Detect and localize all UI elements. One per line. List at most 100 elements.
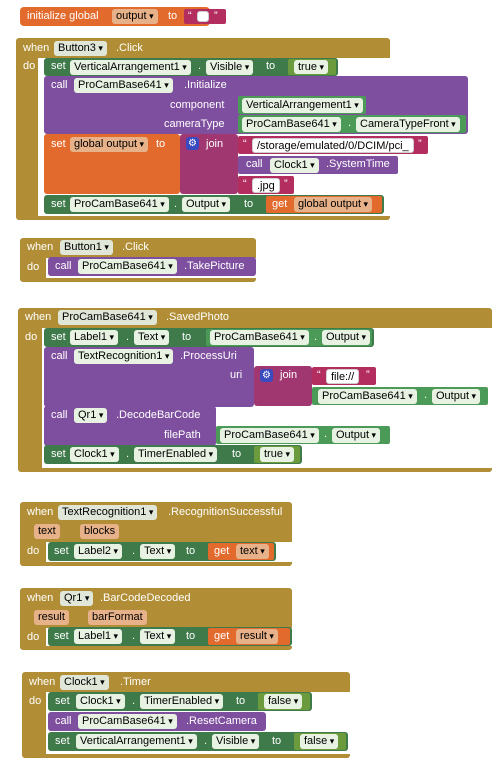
logic-block[interactable]: true: [288, 59, 336, 75]
variable-dropdown[interactable]: text: [236, 544, 269, 559]
variable-dropdown[interactable]: global output: [294, 197, 373, 212]
recognition-successful-event[interactable]: when TextRecognition1 .RecognitionSucces…: [20, 502, 292, 566]
component-dropdown[interactable]: Button3: [54, 41, 107, 56]
event-name: .Click: [122, 241, 149, 253]
bool-dropdown[interactable]: true: [294, 60, 328, 74]
call-processuri-block[interactable]: call TextRecognition1 .ProcessUri uri: [44, 347, 254, 407]
text-block[interactable]: “ .jpg ”: [238, 176, 294, 194]
set-property-block[interactable]: set VerticalArrangement1 . Visible to fa…: [48, 732, 348, 751]
set-property-block[interactable]: set VerticalArrangement1 . Visible to tr…: [44, 58, 338, 76]
component-dropdown[interactable]: Label1: [70, 330, 119, 345]
event-param[interactable]: text: [34, 524, 60, 539]
component-dropdown[interactable]: Label2: [74, 544, 123, 559]
component-dropdown[interactable]: VerticalArrangement1: [70, 60, 191, 75]
set-property-block[interactable]: set Label1 . Text to ProCamBase641 . Out…: [44, 328, 374, 347]
component-dropdown[interactable]: Clock1: [76, 694, 125, 709]
bool-dropdown[interactable]: false: [264, 694, 303, 709]
property-dropdown[interactable]: TimerEnabled: [140, 694, 224, 709]
component-dropdown[interactable]: Clock1: [70, 447, 119, 462]
barcode-decoded-event[interactable]: when Qr1 .BarCodeDecoded result barForma…: [20, 588, 292, 650]
getter-block[interactable]: ProCamBase641 . Output: [216, 426, 390, 444]
global-name-field[interactable]: output: [112, 9, 158, 24]
join-block[interactable]: ⚙ join: [180, 134, 238, 194]
component-dropdown[interactable]: Button1: [60, 240, 113, 255]
initialize-global-block[interactable]: initialize global output to “ ”: [20, 7, 226, 26]
empty-string-field[interactable]: [197, 11, 209, 22]
mutator-gear-icon[interactable]: ⚙: [186, 137, 199, 150]
component-dropdown[interactable]: ProCamBase641: [78, 714, 177, 729]
text-block[interactable]: “ /storage/emulated/0/DCIM/pci_ ”: [238, 136, 428, 154]
component-dropdown[interactable]: Qr1: [60, 591, 94, 606]
event-param[interactable]: barFormat: [88, 610, 147, 625]
property-dropdown[interactable]: Visible: [206, 60, 254, 75]
component-dropdown[interactable]: ProCamBase641: [210, 330, 309, 345]
get-variable-block[interactable]: get result: [208, 628, 290, 645]
component-dropdown[interactable]: ProCamBase641: [74, 78, 173, 93]
logic-block[interactable]: false: [258, 693, 310, 710]
property-dropdown[interactable]: Output: [322, 330, 371, 345]
call-decodebarcode-block[interactable]: call Qr1 .DecodeBarCode filePath: [44, 406, 216, 446]
call-initialize-block[interactable]: call ProCamBase641 .Initialize component…: [44, 76, 468, 134]
property-dropdown[interactable]: Visible: [212, 734, 260, 749]
get-variable-block[interactable]: get text: [208, 543, 274, 560]
call-takepicture-block[interactable]: call ProCamBase641 .TakePicture: [48, 257, 256, 276]
getter-block[interactable]: ProCamBase641 . Output: [206, 329, 372, 346]
component-dropdown[interactable]: TextRecognition1: [58, 505, 158, 520]
event-param[interactable]: result: [34, 610, 69, 625]
variable-dropdown[interactable]: global output: [70, 137, 149, 152]
set-property-block[interactable]: set Label2 . Text to get text: [48, 542, 276, 561]
do-label: do: [27, 261, 40, 273]
variable-dropdown[interactable]: result: [236, 629, 278, 644]
component-dropdown[interactable]: Label1: [74, 629, 123, 644]
call-resetcamera-block[interactable]: call ProCamBase641 .ResetCamera: [48, 712, 266, 731]
get-variable-block[interactable]: get global output: [266, 196, 382, 213]
property-dropdown[interactable]: Output: [182, 197, 231, 212]
set-global-block[interactable]: set global output to: [44, 134, 180, 194]
component-dropdown[interactable]: VerticalArrangement1: [242, 98, 363, 113]
component-dropdown[interactable]: Clock1: [270, 158, 319, 173]
component-dropdown[interactable]: Qr1: [74, 408, 108, 423]
bool-dropdown[interactable]: true: [260, 447, 294, 462]
logic-block[interactable]: false: [294, 733, 346, 750]
component-dropdown[interactable]: TextRecognition1: [74, 349, 174, 364]
set-property-block[interactable]: set Clock1 . TimerEnabled to false: [48, 692, 312, 711]
property-dropdown[interactable]: Output: [432, 389, 481, 404]
component-dropdown[interactable]: ProCamBase641: [78, 259, 177, 274]
to-label: to: [156, 138, 166, 150]
button1-click-event[interactable]: when Button1 .Click do call ProCamBase64…: [20, 238, 256, 282]
component-dropdown[interactable]: ProCamBase641: [220, 428, 319, 443]
property-dropdown[interactable]: Text: [134, 330, 170, 345]
join-block[interactable]: ⚙ join: [254, 366, 312, 406]
call-label: call: [55, 715, 72, 727]
getter-block[interactable]: ProCamBase641 . Output: [312, 387, 488, 405]
property-dropdown[interactable]: Text: [140, 544, 176, 559]
call-systemtime-block[interactable]: call Clock1 .SystemTime: [238, 156, 398, 174]
property-dropdown[interactable]: Output: [332, 428, 381, 443]
text-block[interactable]: “ file:// ”: [312, 367, 376, 385]
text-field[interactable]: file://: [326, 369, 360, 384]
set-property-block[interactable]: set Label1 . Text to get result: [48, 627, 292, 646]
component-block[interactable]: VerticalArrangement1: [238, 96, 366, 114]
component-dropdown[interactable]: ProCamBase641: [318, 389, 417, 404]
property-dropdown[interactable]: CameraTypeFront: [356, 117, 460, 132]
method-name: .ProcessUri: [180, 350, 237, 362]
bool-dropdown[interactable]: false: [300, 734, 339, 749]
event-param[interactable]: blocks: [80, 524, 120, 539]
property-dropdown[interactable]: Text: [140, 629, 176, 644]
camera-type-block[interactable]: ProCamBase641 . CameraTypeFront: [238, 115, 466, 133]
text-field[interactable]: .jpg: [252, 178, 280, 193]
component-dropdown[interactable]: ProCamBase641: [70, 197, 169, 212]
empty-string-block[interactable]: “ ”: [184, 9, 226, 24]
component-dropdown[interactable]: Clock1: [60, 675, 109, 690]
to-label: to: [168, 10, 178, 22]
component-dropdown[interactable]: ProCamBase641: [242, 117, 341, 132]
component-dropdown[interactable]: ProCamBase641: [58, 310, 157, 325]
component-dropdown[interactable]: VerticalArrangement1: [76, 734, 197, 749]
text-field[interactable]: /storage/emulated/0/DCIM/pci_: [252, 138, 414, 153]
set-property-block[interactable]: set ProCamBase641 . Output to get global…: [44, 195, 384, 214]
set-label: set: [51, 198, 66, 210]
mutator-gear-icon[interactable]: ⚙: [260, 369, 273, 382]
property-dropdown[interactable]: TimerEnabled: [134, 447, 218, 462]
set-property-block[interactable]: set Clock1 . TimerEnabled to true: [44, 445, 302, 464]
logic-block[interactable]: true: [254, 446, 300, 463]
